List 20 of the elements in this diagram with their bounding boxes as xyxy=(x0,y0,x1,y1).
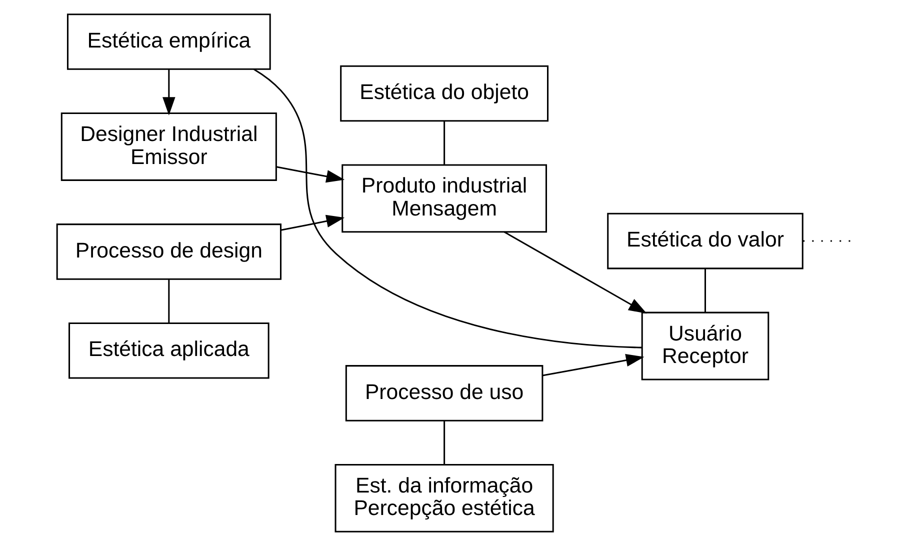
node-box: Estética do valor xyxy=(606,212,803,270)
node-box: Estética aplicada xyxy=(68,322,269,379)
arrow xyxy=(162,70,175,116)
connector xyxy=(252,68,642,348)
node-box: Estética empírica xyxy=(66,14,270,70)
arrow xyxy=(542,354,644,376)
connector xyxy=(443,421,445,465)
arrow xyxy=(503,231,646,314)
node-box: Est. da informação Percepção estética xyxy=(334,464,554,532)
arrow xyxy=(276,166,344,183)
node-box: Estética do objeto xyxy=(340,65,548,122)
node-box: Processo de uso xyxy=(344,365,543,422)
node-box: Designer Industrial Emissor xyxy=(60,112,276,181)
connector xyxy=(704,268,706,312)
node-box: Usuário Receptor xyxy=(640,312,769,380)
node-box: Processo de design xyxy=(56,224,281,280)
connector xyxy=(168,280,170,324)
arrow xyxy=(280,214,344,231)
node-box: Produto industrial Mensagem xyxy=(341,164,546,233)
connector xyxy=(443,121,445,165)
